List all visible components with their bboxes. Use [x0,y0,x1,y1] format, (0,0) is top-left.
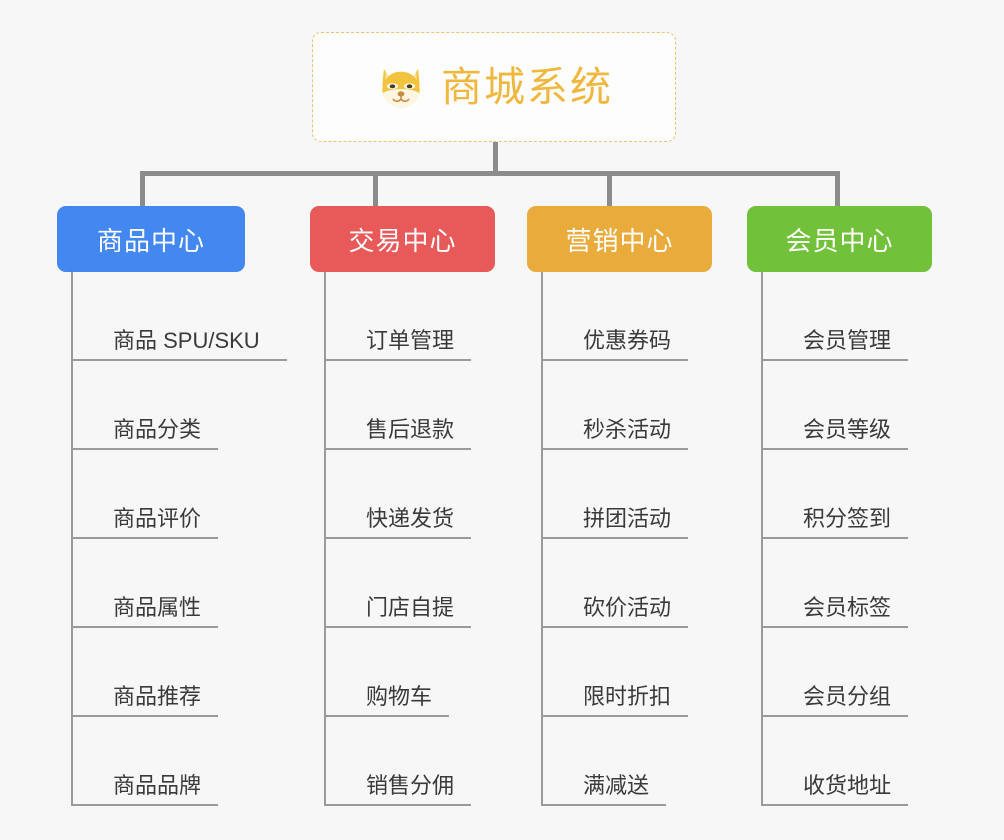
leaf-label: 满减送 [583,772,650,798]
branch-header-label-0: 商品中心 [96,225,205,256]
leaf-underline [324,359,471,361]
branch-会员中心: 会员中心 会员管理 会员等级 积分签到 会员标签 会员分组 [747,206,932,822]
leaf-item[interactable]: 拼团活动 [541,450,712,539]
branch-header-3[interactable]: 会员中心 [747,206,932,272]
leaf-label: 销售分佣 [366,772,455,798]
leaf-label: 会员等级 [803,416,892,442]
leaf-item[interactable]: 收货地址 [761,717,932,806]
bus-drop-1 [140,171,145,206]
leaf-label: 订单管理 [366,327,455,353]
leaf-label: 拼团活动 [583,505,672,531]
leaf-item[interactable]: 优惠券码 [541,272,712,361]
bus-drop-2 [373,171,378,206]
leaf-label: 门店自提 [366,594,455,620]
trunk-connector [493,142,498,175]
leaf-label: 商品评价 [113,505,202,531]
leaf-underline [324,448,471,450]
leaf-label: 快递发货 [366,505,455,531]
leaf-underline [71,448,218,450]
leaf-underline [71,715,218,717]
leaf-item[interactable]: 商品属性 [71,539,305,628]
leaf-underline [541,626,688,628]
leaf-label: 限时折扣 [583,683,672,709]
shiba-dog-icon [382,69,420,108]
bus-drop-3 [607,171,612,206]
leaf-item[interactable]: 限时折扣 [541,628,712,717]
leaf-underline [324,537,471,539]
branch-bus-connector [140,171,840,176]
leaf-underline [541,359,688,361]
leaf-item[interactable]: 售后退款 [324,361,495,450]
leaf-label: 会员管理 [803,327,892,353]
branch-header-0[interactable]: 商品中心 [57,206,245,272]
leaf-item[interactable]: 秒杀活动 [541,361,712,450]
leaf-label: 商品推荐 [113,683,202,709]
leaf-underline [71,359,287,361]
leaf-underline [761,626,908,628]
leaf-label: 砍价活动 [583,594,672,620]
leaf-item[interactable]: 积分签到 [761,450,932,539]
leaf-item[interactable]: 砍价活动 [541,539,712,628]
leaf-label: 秒杀活动 [583,416,672,442]
leaf-item[interactable]: 快递发货 [324,450,495,539]
leaf-item[interactable]: 会员等级 [761,361,932,450]
leaf-list-2: 优惠券码 秒杀活动 拼团活动 砍价活动 限时折扣 满减送 [541,272,712,806]
leaf-underline [541,804,666,806]
leaf-underline [761,804,908,806]
leaf-item[interactable]: 会员分组 [761,628,932,717]
leaf-label: 商品品牌 [113,772,202,798]
leaf-item[interactable]: 订单管理 [324,272,495,361]
branch-header-2[interactable]: 营销中心 [527,206,712,272]
branch-header-label-2: 营销中心 [565,225,674,256]
leaf-item[interactable]: 会员管理 [761,272,932,361]
leaf-label: 收货地址 [803,772,892,798]
leaf-item[interactable]: 会员标签 [761,539,932,628]
leaf-label: 商品 SPU/SKU [113,327,260,353]
leaf-item[interactable]: 商品 SPU/SKU [71,272,305,361]
branch-商品中心: 商品中心 商品 SPU/SKU 商品分类 商品评价 商品属性 商品推荐 [57,206,305,822]
leaf-list-1: 订单管理 售后退款 快递发货 门店自提 购物车 销售分佣 [324,272,495,806]
leaf-item[interactable]: 销售分佣 [324,717,495,806]
leaf-underline [324,715,449,717]
leaf-underline [71,626,218,628]
leaf-label: 优惠券码 [583,327,672,353]
branch-交易中心: 交易中心 订单管理 售后退款 快递发货 门店自提 购物车 [310,206,495,822]
bus-drop-4 [835,171,840,206]
leaf-underline [761,359,908,361]
root-title: 商城系统 [441,63,613,110]
leaf-underline [541,537,688,539]
leaf-list-3: 会员管理 会员等级 积分签到 会员标签 会员分组 收货地址 [761,272,932,806]
leaf-item[interactable]: 商品品牌 [71,717,305,806]
leaf-list-0: 商品 SPU/SKU 商品分类 商品评价 商品属性 商品推荐 商品品牌 [71,272,305,806]
leaf-item[interactable]: 商品推荐 [71,628,305,717]
leaf-underline [71,804,218,806]
leaf-label: 会员标签 [803,594,892,620]
leaf-underline [761,448,908,450]
leaf-underline [324,804,471,806]
leaf-label: 会员分组 [803,683,892,709]
leaf-underline [761,715,908,717]
leaf-underline [71,537,218,539]
leaf-label: 商品属性 [113,594,202,620]
branch-header-label-3: 会员中心 [785,225,894,256]
branch-营销中心: 营销中心 优惠券码 秒杀活动 拼团活动 砍价活动 限时折扣 [527,206,712,822]
leaf-item[interactable]: 商品分类 [71,361,305,450]
branch-header-label-1: 交易中心 [348,225,457,256]
leaf-item[interactable]: 门店自提 [324,539,495,628]
leaf-item[interactable]: 满减送 [541,717,712,806]
leaf-underline [324,626,471,628]
leaf-item[interactable]: 购物车 [324,628,495,717]
leaf-underline [761,537,908,539]
branch-header-1[interactable]: 交易中心 [310,206,495,272]
leaf-item[interactable]: 商品评价 [71,450,305,539]
leaf-underline [541,715,688,717]
leaf-label: 购物车 [366,683,433,709]
leaf-underline [541,448,688,450]
leaf-label: 积分签到 [803,505,892,531]
leaf-label: 商品分类 [113,416,202,442]
leaf-label: 售后退款 [366,416,455,442]
root-node[interactable]: 商城系统 [312,32,676,142]
